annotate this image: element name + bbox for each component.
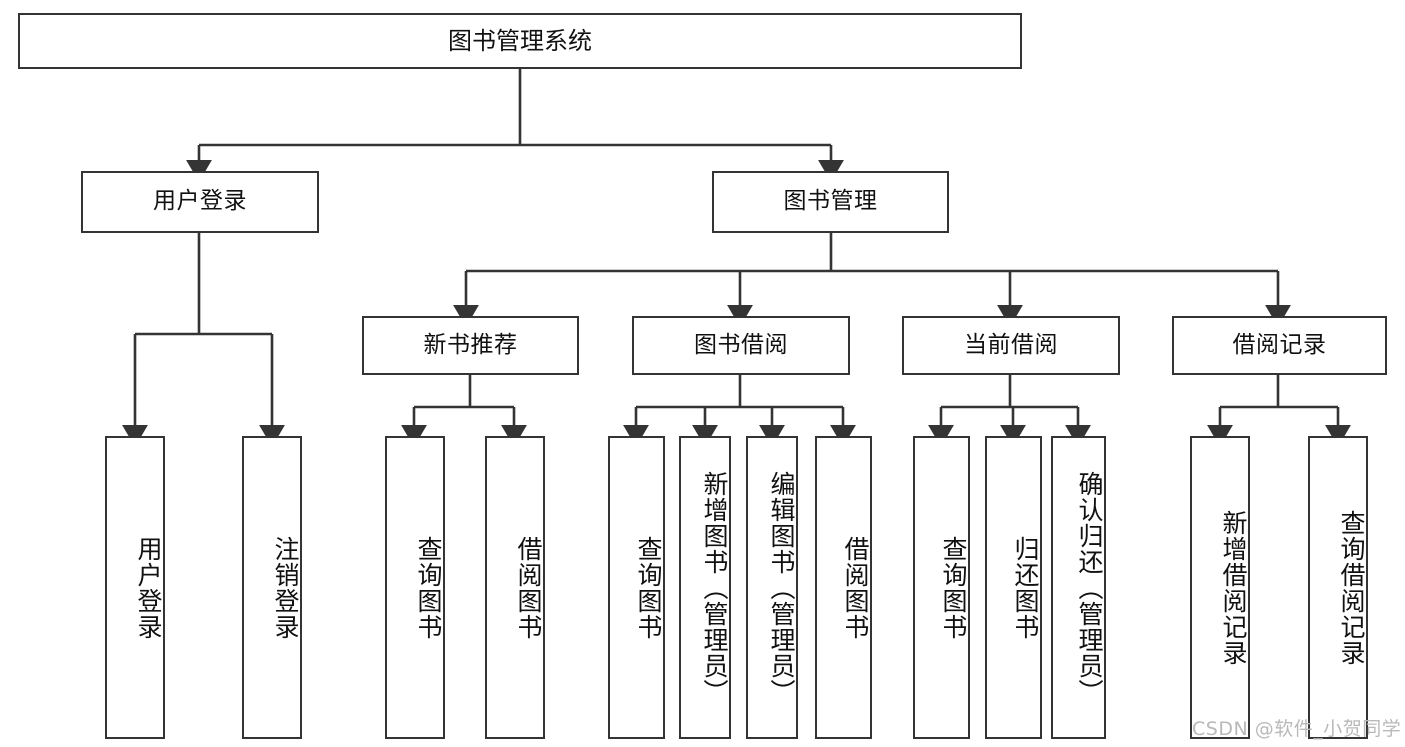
node-label: 新增借阅记录 — [1219, 509, 1248, 666]
node-borrow-record[interactable]: 借阅记录 — [1172, 316, 1387, 375]
node-label: 查询图书 — [634, 535, 663, 640]
node-user-login[interactable]: 用户登录 — [81, 171, 319, 233]
leaf-confirm-return-admin[interactable]: 确认归还（管理员） — [1051, 436, 1106, 739]
node-current-borrow[interactable]: 当前借阅 — [902, 316, 1120, 375]
leaf-add-borrow-record[interactable]: 新增借阅记录 — [1190, 436, 1250, 739]
node-label: 新增图书（管理员） — [700, 470, 729, 705]
node-label: 借阅记录 — [1232, 331, 1327, 358]
leaf-edit-book-admin[interactable]: 编辑图书（管理员） — [746, 436, 798, 739]
leaf-return-book[interactable]: 归还图书 — [985, 436, 1042, 739]
node-label: 借阅图书 — [841, 535, 870, 640]
node-label: 查询借阅记录 — [1337, 509, 1366, 666]
csdn-watermark: CSDN @软件_小贺同学 — [1192, 718, 1402, 740]
node-label: 新书推荐 — [423, 331, 518, 358]
node-label: 借阅图书 — [514, 535, 543, 640]
leaf-query-book-borrow[interactable]: 查询图书 — [608, 436, 665, 739]
node-label: 注销登录 — [271, 535, 300, 640]
leaf-user-login[interactable]: 用户登录 — [105, 436, 165, 739]
leaf-query-book-recommend[interactable]: 查询图书 — [385, 436, 445, 739]
node-label: 图书借阅 — [694, 331, 788, 358]
node-book-borrow[interactable]: 图书借阅 — [632, 316, 850, 375]
node-label: 用户登录 — [134, 535, 163, 640]
node-label: 图书管理 — [783, 188, 878, 215]
node-label: 图书管理系统 — [448, 26, 592, 55]
node-label: 查询图书 — [939, 535, 968, 640]
leaf-user-logout[interactable]: 注销登录 — [242, 436, 302, 739]
leaf-add-book-admin[interactable]: 新增图书（管理员） — [679, 436, 731, 739]
leaf-borrow-book-recommend[interactable]: 借阅图书 — [485, 436, 545, 739]
node-root-system[interactable]: 图书管理系统 — [18, 13, 1022, 69]
node-book-manage[interactable]: 图书管理 — [712, 171, 949, 233]
node-label: 确认归还（管理员） — [1075, 470, 1104, 705]
leaf-query-book-current[interactable]: 查询图书 — [913, 436, 970, 739]
node-label: 归还图书 — [1011, 535, 1040, 640]
node-new-book-recommend[interactable]: 新书推荐 — [362, 316, 579, 375]
node-label: 编辑图书（管理员） — [767, 470, 796, 705]
node-label: 用户登录 — [153, 188, 247, 215]
node-label: 查询图书 — [414, 535, 443, 640]
node-label: 当前借阅 — [964, 331, 1058, 358]
leaf-borrow-book[interactable]: 借阅图书 — [815, 436, 872, 739]
leaf-query-borrow-record[interactable]: 查询借阅记录 — [1308, 436, 1368, 739]
